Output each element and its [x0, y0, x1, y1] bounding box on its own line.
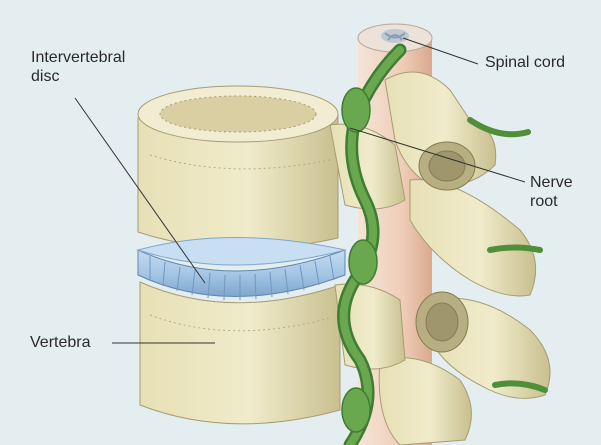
vertebra-label: Vertebra [30, 333, 90, 352]
disc-label-line1: Intervertebral [31, 48, 125, 67]
nerve-root-label-line1: Nerve [530, 173, 573, 192]
nerve-root-label-line2: root [530, 192, 573, 211]
lower-vertebra [140, 282, 340, 424]
disc-label-line2: disc [31, 67, 125, 86]
disc-label: Intervertebral disc [31, 48, 125, 86]
nerve-root-label: Nerve root [530, 173, 573, 211]
upper-vertebra [138, 86, 338, 249]
spinal-cord-label: Spinal cord [485, 53, 565, 72]
